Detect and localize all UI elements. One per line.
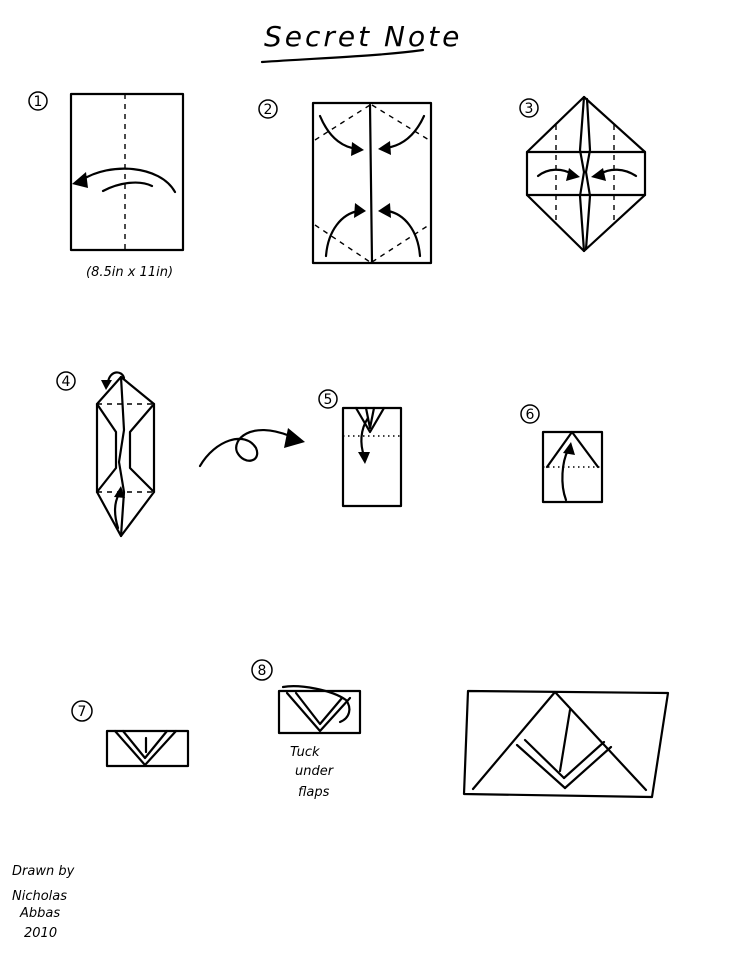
step-4-bottom-arrow — [114, 492, 121, 530]
credit-line-4: 2010 — [24, 926, 57, 941]
credit-line-3: Abbas — [19, 906, 60, 921]
step-6-arrowhead — [563, 442, 575, 455]
step-8: 8 Tuck under flaps — [251, 659, 362, 800]
step-4-center-crease — [117, 375, 126, 538]
step-4-number: 4 — [62, 374, 71, 390]
step-2-top-right-fold — [371, 104, 430, 141]
credit: Drawn by Nicholas Abbas 2010 — [12, 864, 75, 941]
step-1-paper — [69, 92, 185, 252]
step-7: 7 — [71, 700, 190, 768]
step-1: 1 (8.5in x 11in) — [28, 91, 185, 280]
tuck-note-line-1: Tuck — [290, 745, 320, 760]
tuck-note-line-2: under — [295, 764, 335, 779]
step-1-circle — [28, 91, 48, 111]
step-8-number: 8 — [258, 663, 267, 679]
step-5-top-flap-inner — [364, 406, 376, 430]
step-6-number: 6 — [526, 407, 535, 423]
step-4-circle — [56, 371, 76, 391]
step-8-paper — [277, 689, 362, 735]
title-underline — [260, 48, 425, 64]
tuck-note-line-3: flaps — [298, 785, 330, 800]
step-7-paper — [105, 729, 190, 768]
credit-line-2: Nicholas — [12, 889, 67, 904]
page-title: Secret Note — [264, 20, 462, 53]
step-8-triangle — [285, 691, 352, 733]
step-7-triangle — [113, 729, 178, 767]
step-2-arrow-bottom-right — [386, 209, 422, 258]
step-5-circle — [318, 389, 338, 409]
final-note-outline — [462, 689, 670, 799]
step-2-arrow-bottom-left — [324, 209, 360, 258]
step-2-top-left-fold — [314, 104, 371, 141]
step-5-paper — [341, 406, 403, 508]
step-4-top-arrowhead — [101, 380, 112, 390]
step-2-number: 2 — [264, 102, 273, 118]
step-7-triangle-inner — [121, 729, 169, 760]
step-2-circle — [258, 99, 278, 119]
step-1-arrowhead — [72, 172, 88, 188]
flip-over-arrowhead — [284, 428, 305, 448]
step-4-inner-left — [95, 402, 118, 494]
step-7-number: 7 — [78, 704, 87, 720]
step-1-fold-arrow — [80, 167, 177, 194]
step-3-arrowhead-left — [566, 168, 580, 181]
step-2-arrowhead-bottom-right — [378, 203, 391, 218]
step-3-arrow-left — [536, 168, 574, 178]
step-1-number: 1 — [34, 94, 43, 110]
step-2-bottom-left-fold — [314, 224, 371, 263]
step-3-arrowhead-right — [591, 168, 606, 181]
step-4-top-arrow — [106, 371, 126, 384]
final-result — [462, 689, 670, 799]
step-2-arrowhead-bottom-left — [354, 203, 366, 218]
step-6-arrow — [561, 448, 570, 502]
step-1-fold-arrow-tail — [101, 181, 154, 193]
step-3-center-crease — [578, 95, 586, 253]
flip-over-arrow — [198, 429, 292, 468]
step-3-circle — [519, 98, 539, 118]
step-7-circle — [71, 700, 93, 722]
step-8-circle — [251, 659, 273, 681]
step-3: 3 — [519, 95, 647, 253]
step-4-shape — [95, 375, 156, 538]
final-center-flap — [558, 708, 572, 773]
final-inner-triangle-left — [515, 743, 567, 790]
step-6-circle — [520, 404, 540, 424]
final-inner-triangle-left-2 — [523, 738, 566, 780]
step-2: 2 — [258, 99, 433, 265]
credit-line-1: Drawn by — [12, 864, 75, 879]
step-5-arrow — [360, 416, 370, 458]
step-2-arrowhead-top-right — [378, 141, 391, 155]
step-3-arrow-right — [598, 168, 638, 178]
step-4-inner-right — [128, 402, 156, 494]
final-triangle — [471, 690, 648, 792]
step-8-triangle-inner — [294, 691, 344, 726]
step-2-bottom-right-fold — [371, 224, 430, 263]
step-4: 4 — [56, 371, 156, 538]
step-2-center-crease — [368, 103, 374, 264]
final-inner-triangle-right — [563, 745, 613, 790]
step-3-number: 3 — [525, 101, 534, 117]
step-2-arrowhead-top-left — [351, 142, 364, 156]
final-inner-triangle-right-2 — [562, 740, 606, 780]
step-5: 5 — [318, 389, 403, 508]
step-5-top-flap — [354, 406, 386, 434]
step-4-bottom-arrowhead — [114, 486, 125, 498]
step-6: 6 — [520, 404, 604, 504]
step-2-arrow-top-right — [384, 114, 426, 150]
step-8-tucked-flap — [281, 685, 351, 724]
step-3-center-crease-2 — [584, 97, 592, 251]
paper-size-label: (8.5in x 11in) — [86, 265, 173, 280]
step-6-flap — [545, 430, 600, 469]
step-5-arrowhead — [358, 452, 370, 464]
step-5-number: 5 — [324, 392, 333, 408]
